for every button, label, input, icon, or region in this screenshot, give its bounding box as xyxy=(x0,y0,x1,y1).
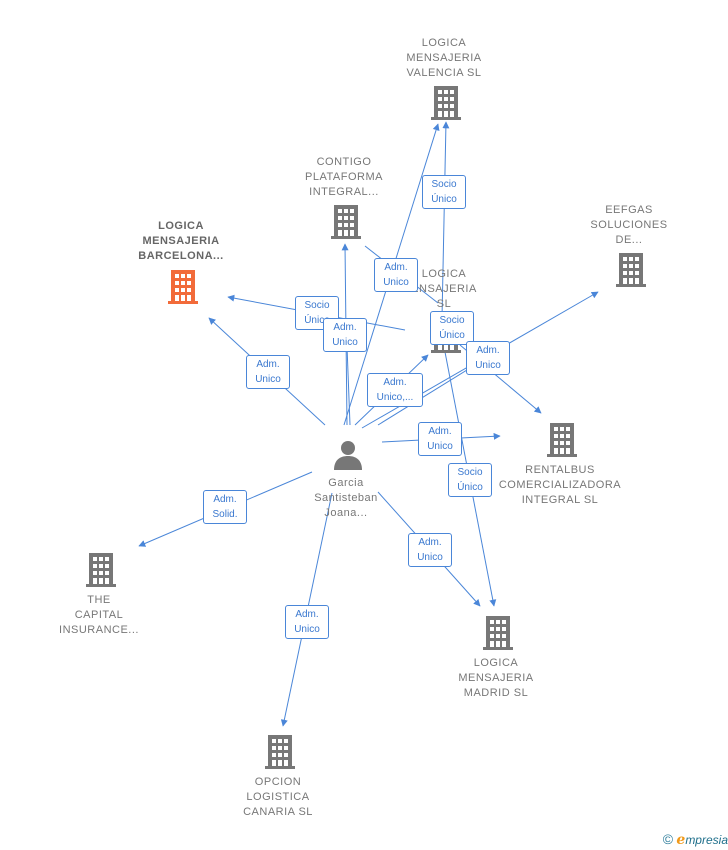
relation-label-line: Unico xyxy=(332,337,358,348)
building-icon[interactable] xyxy=(331,205,361,239)
relation-label[interactable]: Adm. Unico xyxy=(408,533,452,567)
node-label-madrid[interactable]: LOGICA MENSAJERIA MADRID SL xyxy=(426,656,566,701)
copyright-icon: © xyxy=(662,831,674,847)
node-label-opcion[interactable]: OPCION LOGISTICA CANARIA SL xyxy=(208,775,348,820)
node-label-logica_sl[interactable]: LOGICA ENSAJERIA SL xyxy=(374,267,514,312)
node-label-line: CONTIGO xyxy=(316,156,372,168)
node-label-line: LOGICA xyxy=(421,268,467,280)
relation-label-line: Adm. xyxy=(428,426,452,437)
relation-label-line: Adm. xyxy=(418,537,442,548)
relation-label[interactable]: Adm. Unico,... xyxy=(367,373,423,407)
empresia-watermark: © empresia xyxy=(663,831,728,848)
building-icon[interactable] xyxy=(547,423,577,457)
relation-label-line: Adm. xyxy=(476,345,500,356)
relation-label-line: Socio xyxy=(304,300,330,311)
relation-label-line: Unico xyxy=(475,360,501,371)
node-label-line: RENTALBUS xyxy=(525,464,595,476)
node-label-valencia[interactable]: LOGICA MENSAJERIA VALENCIA SL xyxy=(374,36,514,81)
building-icon[interactable] xyxy=(483,616,513,650)
brand-initial: e xyxy=(676,832,686,848)
relation-label-line: Adm. xyxy=(213,494,237,505)
edge-line xyxy=(441,121,450,319)
node-label-line: COMERCIALIZADORA xyxy=(498,479,622,491)
relation-label-line: Unico xyxy=(427,441,453,452)
relation-label-line: Socio xyxy=(439,315,465,326)
node-label-line: MENSAJERIA xyxy=(142,235,220,247)
node-label-line: PLATAFORMA xyxy=(305,171,383,183)
relation-label-line: Socio xyxy=(431,179,457,190)
relation-label[interactable]: Adm. Unico xyxy=(246,355,290,389)
node-label-line: THE xyxy=(87,594,111,606)
node-label-line: LOGICA xyxy=(473,657,519,669)
node-label-line: DE... xyxy=(615,234,643,246)
node-label-line: INSURANCE... xyxy=(59,624,139,636)
relation-label-line: Adm. xyxy=(384,262,408,273)
node-label-line: MENSAJERIA xyxy=(406,52,482,64)
relation-label[interactable]: Adm. Unico xyxy=(323,318,367,352)
building-icon[interactable] xyxy=(86,553,116,587)
node-label-line: OPCION xyxy=(254,776,302,788)
node-label-line: MENSAJERIA xyxy=(458,672,534,684)
relation-label[interactable]: Adm. Unico xyxy=(466,341,510,375)
node-label-line: SOLUCIONES xyxy=(590,219,668,231)
node-label-line: BARCELONA... xyxy=(138,250,224,262)
node-label-line: LOGISTICA xyxy=(246,791,310,803)
node-label-contigo[interactable]: CONTIGO PLATAFORMA INTEGRAL... xyxy=(274,155,414,200)
relation-label-line: Único xyxy=(439,330,465,341)
relation-label-line: Unico xyxy=(383,277,409,288)
node-label-line: CANARIA SL xyxy=(243,806,313,818)
relation-label-line: Adm. xyxy=(383,377,407,388)
node-label-line: VALENCIA SL xyxy=(406,67,482,79)
relation-label[interactable]: Adm. Unico xyxy=(374,258,418,292)
node-label-capital[interactable]: THE CAPITAL INSURANCE... xyxy=(29,593,169,638)
node-label-line: INTEGRAL SL xyxy=(521,494,599,506)
relation-label[interactable]: Adm. Unico xyxy=(418,422,462,456)
node-label-line: EEFGAS xyxy=(605,204,653,216)
node-label-line: INTEGRAL... xyxy=(309,186,379,198)
node-label-barcelona[interactable]: LOGICA MENSAJERIA BARCELONA... xyxy=(111,219,251,264)
node-label-line: SL xyxy=(436,298,452,310)
relation-label-line: Único xyxy=(304,315,330,326)
node-label-line: CAPITAL xyxy=(74,609,124,621)
building-icon[interactable] xyxy=(265,735,295,769)
relation-label-line: Socio xyxy=(457,467,483,478)
relation-label-line: Único xyxy=(457,482,483,493)
relation-label-line: Unico,... xyxy=(376,392,414,403)
node-label-eefgas[interactable]: EEFGAS SOLUCIONES DE... xyxy=(559,203,699,248)
building-icon[interactable] xyxy=(616,253,646,287)
relation-label-line: Adm. xyxy=(256,359,280,370)
node-label-line: LOGICA xyxy=(158,220,204,232)
relation-label-line: Solid. xyxy=(212,509,238,520)
building-icon[interactable] xyxy=(431,86,461,120)
node-label-line: MADRID SL xyxy=(463,687,529,699)
relation-label[interactable]: Adm. Unico xyxy=(285,605,329,639)
node-label-line: Joana... xyxy=(324,507,368,519)
edge-layer xyxy=(138,121,599,727)
relation-label[interactable]: Adm. Solid. xyxy=(203,490,247,524)
relation-label-line: Adm. xyxy=(295,609,319,620)
node-label-line: Garcia xyxy=(328,477,364,489)
relation-label-line: Único xyxy=(431,194,457,205)
relation-label-line: Adm. xyxy=(333,322,357,333)
person-icon[interactable] xyxy=(334,441,362,470)
relation-label-line: Unico xyxy=(255,374,281,385)
node-label-line: ENSAJERIA xyxy=(411,283,477,295)
node-label-line: LOGICA xyxy=(421,37,467,49)
relation-label-line: Unico xyxy=(417,552,443,563)
node-label-line: Santisteban xyxy=(314,492,378,504)
building-icon[interactable] xyxy=(168,270,198,304)
brand-name: mpresia xyxy=(685,833,728,847)
node-label-rentalbus[interactable]: RENTALBUS COMERCIALIZADORA INTEGRAL SL xyxy=(490,463,630,508)
relation-label-line: Unico xyxy=(294,624,320,635)
